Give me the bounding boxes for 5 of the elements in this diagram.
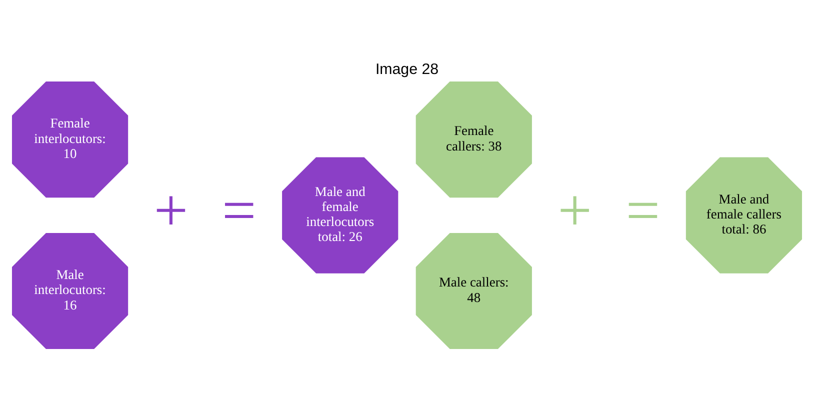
label: + bbox=[154, 177, 188, 244]
label: + bbox=[558, 177, 592, 244]
diagram-title: Image 28 bbox=[375, 60, 439, 78]
label: = bbox=[222, 177, 256, 244]
label: = bbox=[626, 177, 660, 244]
